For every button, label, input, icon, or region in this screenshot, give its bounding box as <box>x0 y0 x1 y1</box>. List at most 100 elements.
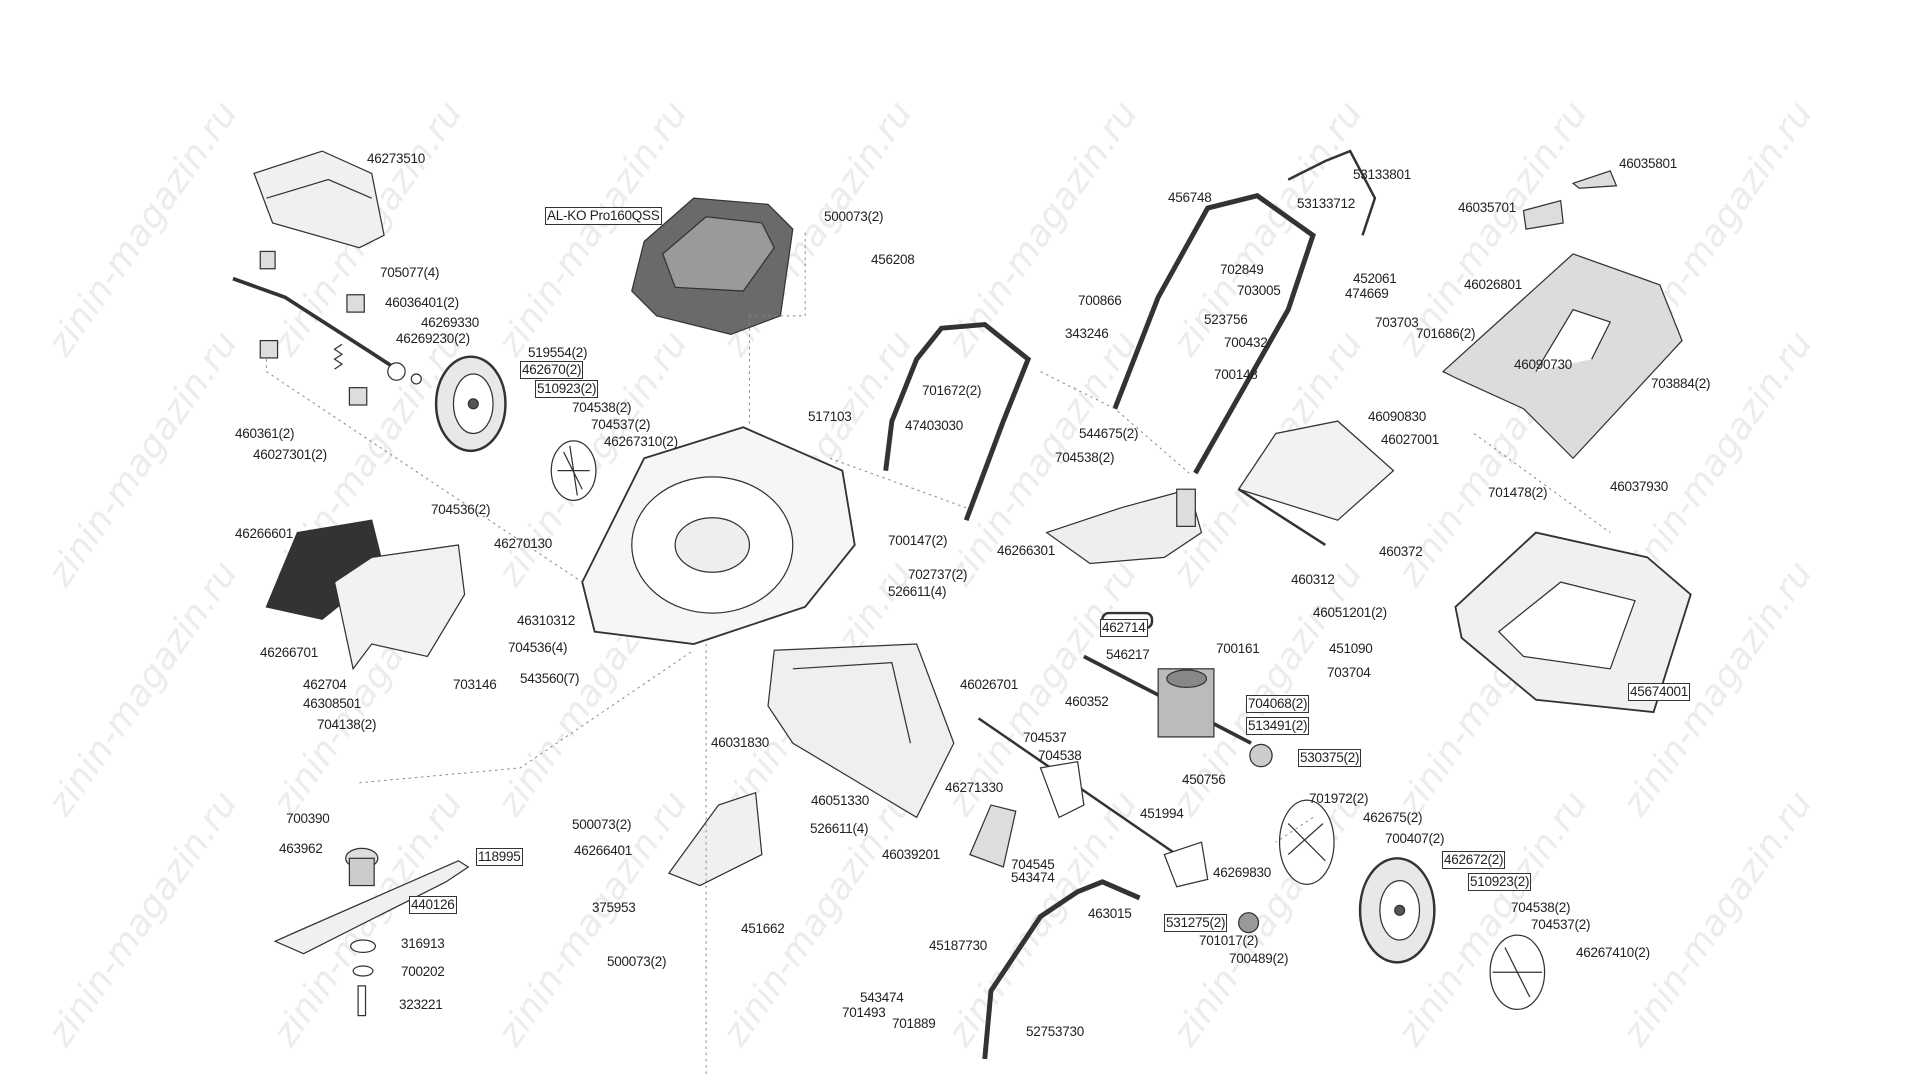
part-number-label[interactable]: 46269330 <box>421 315 480 330</box>
part-number-label[interactable]: 704538 <box>1038 748 1082 763</box>
part-number-label[interactable]: 543560(7) <box>520 671 580 686</box>
part-number-label[interactable]: 701889 <box>892 1016 936 1031</box>
part-number-label[interactable]: 46308501 <box>303 696 362 711</box>
part-number-label[interactable]: 451662 <box>741 921 785 936</box>
part-number-label[interactable]: 46266701 <box>260 645 319 660</box>
part-number-label[interactable]: 46271330 <box>945 780 1004 795</box>
part-number-label[interactable]: 703703 <box>1375 315 1419 330</box>
part-number-label[interactable]: 519554(2) <box>528 345 588 360</box>
part-number-label[interactable]: 702849 <box>1220 262 1264 277</box>
part-number-label[interactable]: 46267410(2) <box>1576 945 1650 960</box>
part-number-assembly-label[interactable]: 462714 <box>1100 619 1148 637</box>
part-number-label[interactable]: 46090830 <box>1368 409 1427 424</box>
part-number-label[interactable]: 517103 <box>808 409 852 424</box>
part-number-label[interactable]: 46035701 <box>1458 200 1517 215</box>
part-number-label[interactable]: 705077(4) <box>380 265 440 280</box>
part-number-label[interactable]: 46273510 <box>367 151 426 166</box>
part-number-label[interactable]: 452061 <box>1353 271 1397 286</box>
part-number-label[interactable]: 704536(2) <box>431 502 491 517</box>
part-number-assembly-label[interactable]: 462670(2) <box>520 361 584 379</box>
part-number-assembly-label[interactable]: 513491(2) <box>1246 717 1310 735</box>
part-number-label[interactable]: 46090730 <box>1514 357 1573 372</box>
part-number-label[interactable]: 704538(2) <box>1511 900 1571 915</box>
part-number-assembly-label[interactable]: 510923(2) <box>535 380 599 398</box>
part-number-assembly-label[interactable]: 440126 <box>409 896 457 914</box>
part-number-label[interactable]: 451994 <box>1140 806 1184 821</box>
part-number-label[interactable]: 46310312 <box>517 613 576 628</box>
part-number-label[interactable]: 46269230(2) <box>396 331 470 346</box>
part-number-label[interactable]: 46026701 <box>960 677 1019 692</box>
part-number-label[interactable]: 701017(2) <box>1199 933 1259 948</box>
part-number-label[interactable]: 523756 <box>1204 312 1248 327</box>
part-number-label[interactable]: 700407(2) <box>1385 831 1445 846</box>
part-number-label[interactable]: 460372 <box>1379 544 1423 559</box>
part-number-label[interactable]: 463962 <box>279 841 323 856</box>
part-number-label[interactable]: 701478(2) <box>1488 485 1548 500</box>
part-number-label[interactable]: 46026801 <box>1464 277 1523 292</box>
part-number-label[interactable]: 546217 <box>1106 647 1150 662</box>
part-number-label[interactable]: 456208 <box>871 252 915 267</box>
part-number-label[interactable]: 700148 <box>1214 367 1258 382</box>
part-number-label[interactable]: 460352 <box>1065 694 1109 709</box>
part-number-label[interactable]: 45187730 <box>929 938 988 953</box>
part-number-label[interactable]: 460312 <box>1291 572 1335 587</box>
part-number-label[interactable]: 343246 <box>1065 326 1109 341</box>
part-number-label[interactable]: 704537 <box>1023 730 1067 745</box>
part-number-assembly-label[interactable]: 704068(2) <box>1246 695 1310 713</box>
part-number-label[interactable]: 53133801 <box>1353 167 1412 182</box>
part-number-label[interactable]: 463015 <box>1088 906 1132 921</box>
part-number-assembly-label[interactable]: 530375(2) <box>1298 749 1362 767</box>
part-number-label[interactable]: 704537(2) <box>1531 917 1591 932</box>
part-number-assembly-label[interactable]: AL-KO Pro160QSS <box>545 207 662 225</box>
part-number-label[interactable]: 703704 <box>1327 665 1371 680</box>
part-number-label[interactable]: 46266601 <box>235 526 294 541</box>
part-number-label[interactable]: 46031830 <box>711 735 770 750</box>
part-number-label[interactable]: 544675(2) <box>1079 426 1139 441</box>
part-number-label[interactable]: 543474 <box>860 990 904 1005</box>
part-number-label[interactable]: 704545 <box>1011 857 1055 872</box>
part-number-label[interactable]: 46037930 <box>1610 479 1669 494</box>
part-number-label[interactable]: 500073(2) <box>607 954 667 969</box>
part-number-label[interactable]: 46039201 <box>882 847 941 862</box>
part-number-label[interactable]: 46266401 <box>574 843 633 858</box>
part-number-label[interactable]: 700866 <box>1078 293 1122 308</box>
part-number-label[interactable]: 46051201(2) <box>1313 605 1387 620</box>
part-number-label[interactable]: 704538(2) <box>572 400 632 415</box>
part-number-label[interactable]: 543474 <box>1011 870 1055 885</box>
part-number-label[interactable]: 703146 <box>453 677 497 692</box>
part-number-label[interactable]: 704138(2) <box>317 717 377 732</box>
part-number-label[interactable]: 703884(2) <box>1651 376 1711 391</box>
part-number-label[interactable]: 375953 <box>592 900 636 915</box>
part-number-assembly-label[interactable]: 118995 <box>476 848 523 866</box>
part-number-label[interactable]: 46036401(2) <box>385 295 459 310</box>
part-number-label[interactable]: 700147(2) <box>888 533 948 548</box>
part-number-label[interactable]: 46266301 <box>997 543 1056 558</box>
part-number-label[interactable]: 704536(4) <box>508 640 568 655</box>
part-number-label[interactable]: 704538(2) <box>1055 450 1115 465</box>
part-number-label[interactable]: 316913 <box>401 936 445 951</box>
part-number-label[interactable]: 46027001 <box>1381 432 1440 447</box>
part-number-label[interactable]: 702737(2) <box>908 567 968 582</box>
part-number-label[interactable]: 526611(4) <box>810 821 869 836</box>
part-number-label[interactable]: 700489(2) <box>1229 951 1289 966</box>
part-number-label[interactable]: 450756 <box>1182 772 1226 787</box>
part-number-assembly-label[interactable]: 45674001 <box>1628 683 1691 701</box>
part-number-label[interactable]: 474669 <box>1345 286 1389 301</box>
part-number-label[interactable]: 700432 <box>1224 335 1268 350</box>
part-number-label[interactable]: 700161 <box>1216 641 1260 656</box>
part-number-label[interactable]: 460361(2) <box>235 426 295 441</box>
part-number-label[interactable]: 46267310(2) <box>604 434 678 449</box>
part-number-label[interactable]: 500073(2) <box>824 209 884 224</box>
part-number-label[interactable]: 46035801 <box>1619 156 1678 171</box>
part-number-label[interactable]: 500073(2) <box>572 817 632 832</box>
part-number-label[interactable]: 701672(2) <box>922 383 982 398</box>
part-number-label[interactable]: 46270130 <box>494 536 553 551</box>
part-number-label[interactable]: 703005 <box>1237 283 1281 298</box>
part-number-label[interactable]: 701493 <box>842 1005 886 1020</box>
part-number-label[interactable]: 701972(2) <box>1309 791 1369 806</box>
part-number-label[interactable]: 451090 <box>1329 641 1373 656</box>
part-number-assembly-label[interactable]: 462672(2) <box>1442 851 1506 869</box>
part-number-label[interactable]: 53133712 <box>1297 196 1356 211</box>
part-number-label[interactable]: 46027301(2) <box>253 447 327 462</box>
part-number-label[interactable]: 462675(2) <box>1363 810 1423 825</box>
